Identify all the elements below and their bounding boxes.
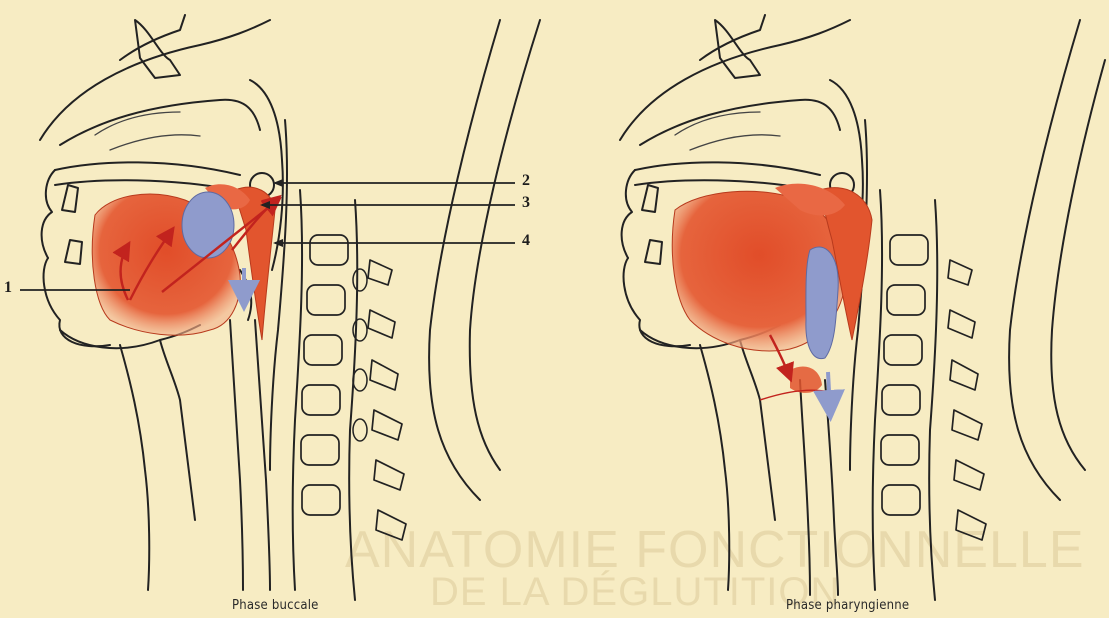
spinous-processes-left — [368, 260, 406, 540]
bolus-right — [806, 247, 838, 359]
palate-top — [55, 162, 240, 175]
hyoid-region-right — [740, 340, 775, 520]
caption-pharyngeal-phase: Phase pharyngienne — [786, 598, 909, 613]
nasal-cavity-line — [60, 100, 260, 145]
nasal-cavity-right — [640, 100, 840, 145]
spine-front-right — [873, 190, 882, 590]
buccal-muscles — [92, 184, 275, 340]
neck-back-curve-right — [1009, 20, 1080, 500]
larynx-elevation-muscle — [790, 366, 822, 392]
vertebrae-right — [881, 235, 928, 515]
turbinate-1-right — [675, 112, 760, 135]
larynx-front-right — [800, 380, 810, 595]
nasal-bone-right — [700, 15, 765, 60]
skull-outline — [40, 20, 270, 140]
vertebrae-left — [301, 235, 348, 515]
larynx-front — [230, 320, 243, 590]
turbinate-1 — [95, 112, 180, 135]
palate-top-right — [635, 162, 820, 175]
sphenoid-outline-right — [715, 20, 760, 78]
pharynx-posterior — [270, 120, 287, 470]
skull-outline-right — [620, 20, 850, 140]
upper-tooth-right — [642, 185, 658, 212]
spinous-processes-right — [948, 260, 986, 540]
neck-back-outer-right — [1051, 60, 1105, 470]
pharyngeal-muscles — [672, 184, 872, 393]
neck-front — [120, 345, 149, 590]
upper-lip — [42, 170, 55, 258]
callout-label-3: 3 — [522, 194, 530, 212]
upper-lip-right — [622, 170, 635, 258]
nasal-bone — [120, 15, 185, 60]
lower-tooth-right — [645, 240, 662, 264]
callout-label-1: 1 — [4, 279, 12, 297]
larynx-back — [255, 320, 270, 590]
callout-label-2: 2 — [522, 172, 530, 190]
neck-front-right — [700, 345, 729, 590]
lower-tooth — [65, 240, 82, 264]
turbinate-2 — [110, 135, 200, 150]
bolus-left — [182, 192, 234, 258]
spine-front — [293, 190, 302, 590]
upper-tooth — [62, 185, 78, 212]
pharyngeal-muscle-left — [235, 187, 275, 340]
spine-back — [349, 200, 357, 600]
caption-buccal-phase: Phase buccale — [232, 598, 319, 613]
turbinate-2-right — [690, 135, 780, 150]
hyoid-region — [160, 340, 195, 520]
sphenoid-outline — [135, 20, 180, 78]
spine-back-right — [929, 200, 937, 600]
callout-label-4: 4 — [522, 232, 530, 250]
larynx-back-right — [825, 380, 838, 595]
neck-back-curve — [429, 20, 500, 500]
bolus-flow-arrow-right — [828, 372, 830, 410]
